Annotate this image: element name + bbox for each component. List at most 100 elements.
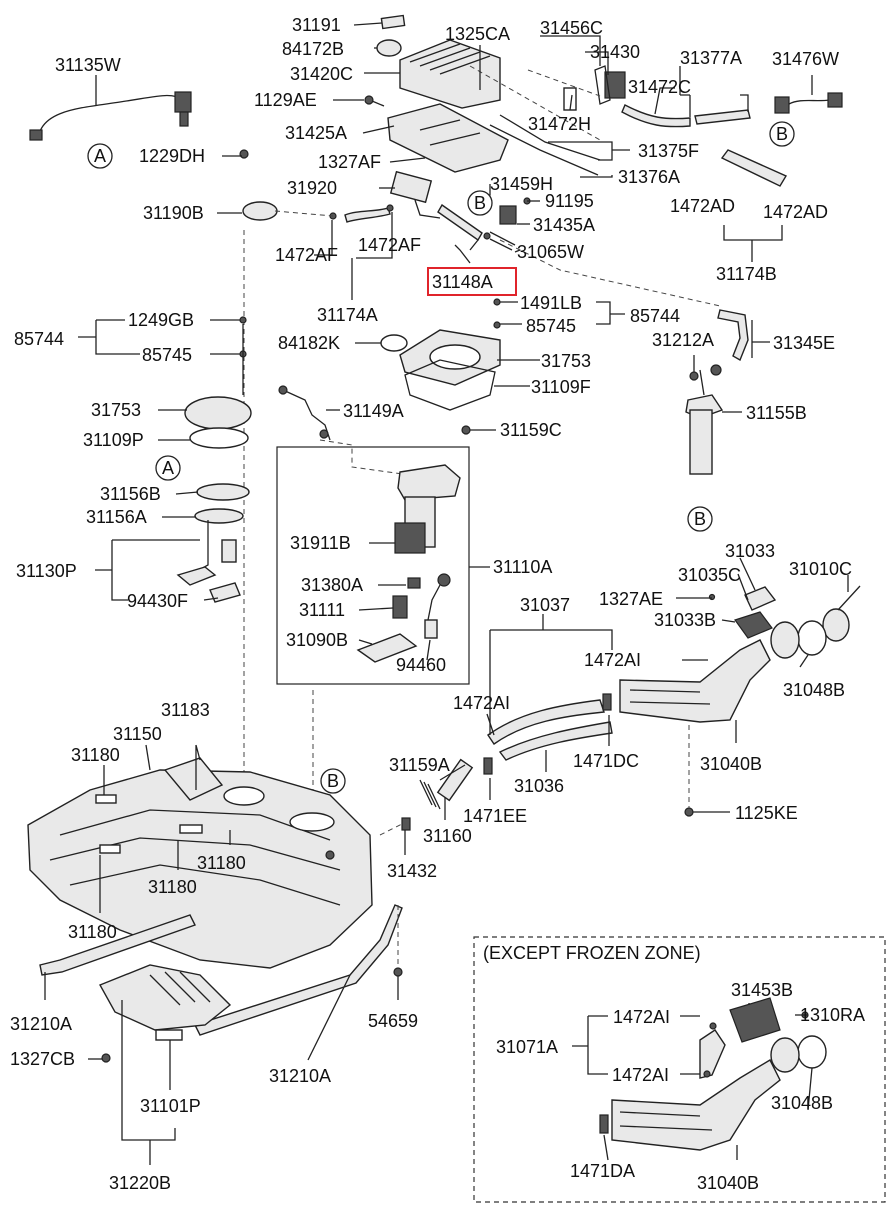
part-label[interactable]: 31180 [148, 877, 197, 897]
part-label[interactable]: 54659 [368, 1011, 418, 1031]
part-label[interactable]: 31174B [716, 264, 777, 284]
part-label[interactable]: 31376A [618, 167, 680, 187]
part-label[interactable]: 31380A [301, 575, 363, 595]
part-label[interactable]: 1471DA [570, 1161, 635, 1181]
part-label[interactable]: 1125KE [735, 803, 798, 823]
part-label[interactable]: 31101P [140, 1096, 201, 1116]
part-label[interactable]: 31111 [299, 600, 345, 620]
part-label[interactable]: 1249GB [128, 310, 194, 330]
part-label[interactable]: 31180 [71, 745, 120, 765]
part-label[interactable]: 84172B [282, 39, 344, 59]
callout-b-circle [769, 121, 795, 147]
part-label[interactable]: 31033B [654, 610, 716, 630]
part-label[interactable]: 31459H [490, 174, 553, 194]
part-label[interactable]: 85745 [526, 316, 576, 336]
part-label[interactable]: 31159C [500, 420, 562, 440]
part-label[interactable]: 85744 [630, 306, 680, 326]
part-label[interactable]: 1129AE [254, 90, 317, 110]
part-label[interactable]: 31753 [91, 400, 141, 420]
part-label[interactable]: 31174A [317, 305, 378, 325]
part-label[interactable]: 31472H [528, 114, 591, 134]
part-label[interactable]: 31920 [287, 178, 337, 198]
part-label[interactable]: 31033 [725, 541, 775, 561]
part-label[interactable]: 31190B [143, 203, 204, 223]
part-label[interactable]: 31435A [533, 215, 595, 235]
clip-31148a [483, 232, 491, 240]
part-label[interactable]: 94430F [127, 591, 188, 611]
part-label[interactable]: 31130P [16, 561, 77, 581]
part-label[interactable]: 31911B [290, 533, 351, 553]
pipe-31375f [499, 114, 601, 161]
part-label[interactable]: 31420C [290, 64, 353, 84]
sensor-connector-tip [179, 111, 189, 127]
part-label[interactable]: 31090B [286, 630, 348, 650]
part-label[interactable]: 31109F [531, 377, 591, 397]
part-label[interactable]: 84182K [278, 333, 340, 353]
part-label[interactable]: 31149A [343, 401, 404, 421]
part-label[interactable]: 31212A [652, 330, 714, 350]
part-label[interactable]: 31425A [285, 123, 347, 143]
part-label[interactable]: 1472AF [358, 235, 421, 255]
part-label[interactable]: 31040B [700, 754, 762, 774]
part-label[interactable]: 31065W [517, 242, 584, 262]
part-label[interactable]: 1471DC [573, 751, 639, 771]
part-label[interactable]: 31071A [496, 1037, 558, 1057]
part-label[interactable]: 1472AI [613, 1007, 670, 1027]
part-label[interactable]: 31191 [292, 15, 341, 35]
part-label[interactable]: 1472AD [670, 196, 735, 216]
part-label[interactable]: 31456C [540, 18, 603, 38]
part-label[interactable]: 31180 [68, 922, 117, 942]
part-label[interactable]: 31180 [197, 853, 246, 873]
part-label[interactable]: 31753 [541, 351, 591, 371]
part-label[interactable]: 1472AI [453, 693, 510, 713]
part-label[interactable]: 31432 [387, 861, 437, 881]
part-label[interactable]: 31040B [697, 1173, 759, 1193]
part-label[interactable]: 1472AI [612, 1065, 669, 1085]
part-label[interactable]: 31150 [113, 724, 162, 744]
callout-a-label: A [94, 146, 106, 166]
part-label[interactable]: 31148A [432, 272, 493, 292]
part-label[interactable]: 31210A [10, 1014, 72, 1034]
part-label[interactable]: 85744 [14, 329, 64, 349]
part-label[interactable]: 1327AF [318, 152, 381, 172]
part-label[interactable]: 1472AI [584, 650, 641, 670]
part-label[interactable]: 31048B [783, 680, 845, 700]
part-label[interactable]: 1325CA [445, 24, 510, 44]
part-label[interactable]: 31048B [771, 1093, 833, 1113]
part-label[interactable]: 31156B [100, 484, 161, 504]
part-label[interactable]: 1310RA [800, 1005, 865, 1025]
part-label[interactable]: 91195 [545, 191, 594, 211]
part-label[interactable]: 31375F [638, 141, 699, 161]
part-label[interactable]: 31345E [773, 333, 835, 353]
part-label[interactable]: 31453B [731, 980, 793, 1000]
part-label[interactable]: 31160 [423, 826, 472, 846]
part-label[interactable]: 31430 [590, 42, 640, 62]
part-label[interactable]: 31472C [628, 77, 691, 97]
part-label[interactable]: 31476W [772, 49, 839, 69]
part-label[interactable]: 31220B [109, 1173, 171, 1193]
part-label[interactable]: 31036 [514, 776, 564, 796]
part-label[interactable]: 31109P [83, 430, 144, 450]
part-label[interactable]: 1327AE [599, 589, 663, 609]
part-label[interactable]: 31159A [389, 755, 450, 775]
part-label[interactable]: 31377A [680, 48, 742, 68]
part-label[interactable]: 1472AD [763, 202, 828, 222]
part-label[interactable]: 1491LB [520, 293, 582, 313]
part-label[interactable]: 31037 [520, 595, 570, 615]
part-label[interactable]: 31183 [161, 700, 210, 720]
part-label[interactable]: 1229DH [139, 146, 205, 166]
part-label[interactable]: 1472AF [275, 245, 338, 265]
part-label[interactable]: 1327CB [10, 1049, 75, 1069]
part-label[interactable]: 31155B [746, 403, 807, 423]
highlight-box-31148a[interactable] [427, 267, 517, 296]
part-label[interactable]: 31156A [86, 507, 147, 527]
bracket-31190b [242, 201, 278, 221]
part-label[interactable]: 31110A [493, 557, 552, 577]
part-label[interactable]: 85745 [142, 345, 192, 365]
part-label[interactable]: 1471EE [463, 806, 527, 826]
part-label[interactable]: 31210A [269, 1066, 331, 1086]
part-label[interactable]: 31135W [55, 55, 121, 75]
part-label[interactable]: 31035C [678, 565, 741, 585]
part-label[interactable]: 31010C [789, 559, 852, 579]
part-label[interactable]: 94460 [396, 655, 446, 675]
